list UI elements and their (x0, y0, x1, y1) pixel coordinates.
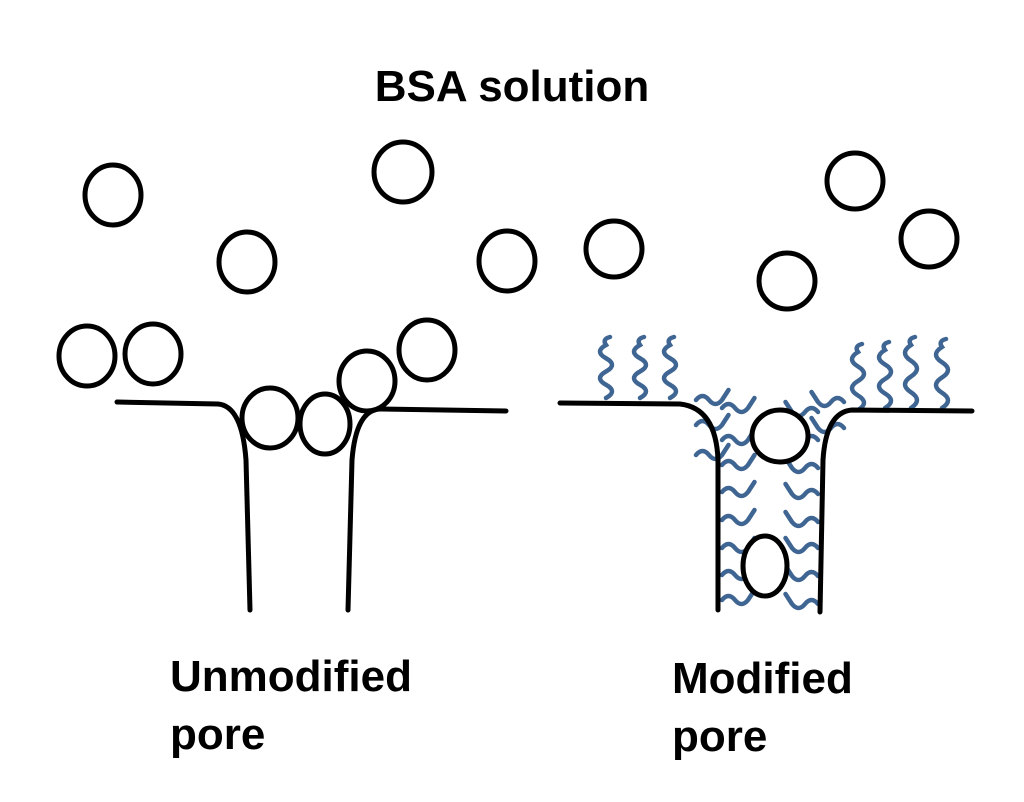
polymer-brush-left-wall-1 (719, 395, 757, 415)
protein-molecule-5 (56, 323, 118, 389)
polymer-brush-left-entry-1 (693, 387, 731, 407)
polymer-brush-surface-5 (876, 339, 894, 411)
polymer-brush-left-entry-3 (693, 442, 731, 462)
polymer-brush-right-wall-6 (783, 535, 821, 555)
modified-caption-line1: Modified (672, 654, 853, 703)
unmodified-pore-left-wall (114, 399, 253, 613)
protein-molecule-6 (122, 321, 184, 387)
modified-pore-left-wall (557, 400, 721, 613)
polymer-brush-surface-4 (849, 341, 867, 413)
protein-molecule-4 (476, 228, 538, 294)
polymer-brush-left-wall-5 (719, 507, 757, 527)
polymer-brush-left-entry-2 (693, 412, 731, 432)
polymer-brush-surface-2 (631, 334, 649, 401)
outline-layer (56, 139, 975, 615)
unmodified-pore-caption: Unmodified pore (170, 648, 412, 764)
protein-molecule-7 (396, 317, 458, 383)
protein-molecule-1 (82, 162, 144, 228)
protein-molecule-12 (824, 150, 886, 212)
polymer-brush-surface-6 (902, 334, 920, 411)
modified-pore-right-wall (817, 407, 975, 615)
unmodified-caption-line2: pore (170, 710, 266, 759)
protein-molecule-11 (583, 218, 645, 280)
polymer-brush-left-wall-8 (719, 587, 757, 607)
polymer-brush-surface-7 (933, 336, 951, 411)
protein-molecule-9 (239, 385, 301, 451)
polymer-brush-right-wall-4 (783, 481, 821, 501)
modified-caption-line2: pore (672, 712, 768, 761)
polymer-brush-left-wall-3 (719, 452, 757, 472)
modified-pore-caption: Modified pore (672, 650, 853, 766)
polymer-brush-right-wall-7 (783, 563, 821, 583)
protein-molecule-8 (336, 348, 398, 414)
polymer-brush-surface-3 (661, 334, 679, 401)
protein-molecule-15 (749, 407, 811, 465)
protein-molecule-2 (371, 139, 435, 205)
polymer-brush-right-entry-2 (809, 415, 847, 435)
protein-molecule-3 (216, 229, 278, 295)
protein-molecule-13 (898, 208, 960, 270)
protein-molecule-10 (297, 391, 353, 457)
polymer-brush-surface-1 (597, 334, 615, 401)
protein-molecule-14 (756, 250, 818, 312)
polymer-brush-right-entry-1 (809, 389, 847, 409)
protein-molecule-16 (740, 533, 790, 599)
diagram-title: BSA solution (374, 62, 650, 111)
polymer-brush-left-wall-4 (719, 479, 757, 499)
unmodified-pore-right-wall (345, 406, 509, 613)
unmodified-caption-line1: Unmodified (170, 652, 412, 701)
polymer-brush-right-wall-8 (783, 591, 821, 611)
polymer-brush-right-wall-5 (783, 509, 821, 529)
